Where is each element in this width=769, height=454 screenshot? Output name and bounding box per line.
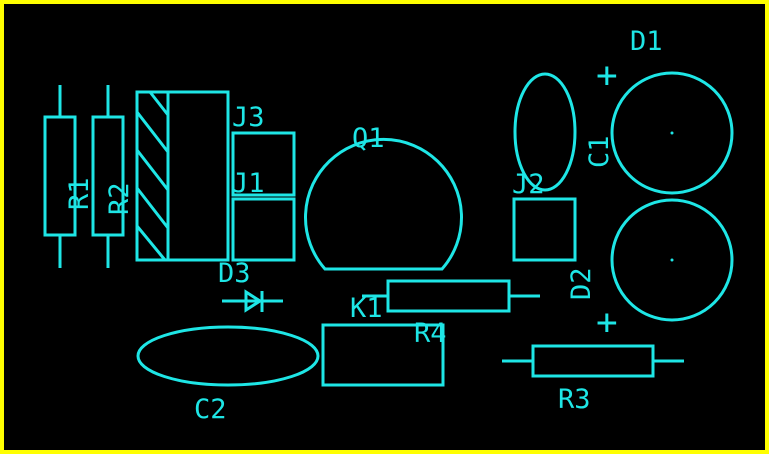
d3-label: D3 [218, 258, 251, 289]
q1-label: Q1 [352, 123, 385, 154]
plus-marker-bottom: + [596, 302, 618, 343]
j2-label: J2 [512, 169, 545, 200]
r4-label: R4 [414, 318, 447, 349]
r1-label: R1 [64, 177, 95, 210]
r3-label: R3 [558, 384, 591, 415]
k1-label: K1 [350, 293, 383, 324]
j3-label: J3 [232, 102, 265, 133]
relay-k1[interactable]: K1 [321, 293, 445, 387]
transistor-q1[interactable]: Q1 [304, 123, 463, 271]
plus-marker-top: + [596, 55, 618, 96]
resistor-r1[interactable]: R1 [43, 85, 95, 268]
diode-d1[interactable]: D1 + [596, 26, 734, 195]
resistor-r3[interactable]: R3 [502, 344, 684, 415]
j1-label: J1 [232, 168, 265, 199]
resistor-r2[interactable]: R2 [91, 85, 135, 268]
d1-label: D1 [630, 26, 663, 57]
capacitor-c2[interactable]: C2 [136, 325, 320, 425]
capacitor-c1[interactable]: C1 [513, 72, 615, 192]
r2-label: R2 [104, 182, 135, 215]
diode-d3[interactable]: D3 [218, 258, 283, 313]
connector-block[interactable] [135, 90, 230, 262]
d2-label: D2 [566, 267, 597, 300]
jumper-j2[interactable]: J2 [512, 169, 577, 262]
diode-d2[interactable]: D2 + [566, 198, 734, 343]
jumper-j3[interactable]: J3 [231, 102, 296, 197]
c1-label: C1 [584, 135, 615, 168]
resistor-r4[interactable]: R4 [362, 279, 540, 349]
jumper-j1[interactable]: J1 [231, 168, 296, 262]
c2-label: C2 [194, 394, 227, 425]
